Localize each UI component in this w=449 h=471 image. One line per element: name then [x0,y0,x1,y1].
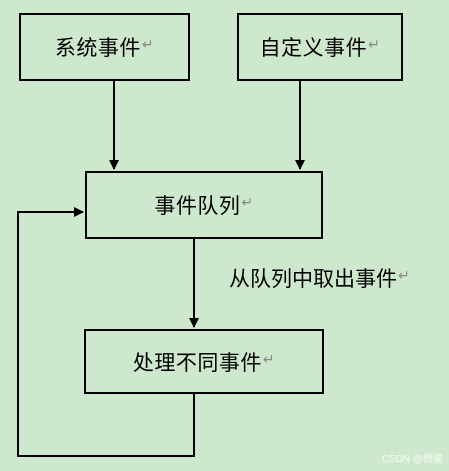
event-queue-node: 事件队列↵ [85,171,323,239]
custom-events-node: 自定义事件↵ [237,13,403,81]
paragraph-mark-icon: ↵ [368,37,381,53]
custom-events-label: 自定义事件 [259,36,368,60]
system-events-node: 系统事件↵ [19,13,190,81]
paragraph-mark-icon: ↵ [262,351,276,368]
paragraph-mark-icon: ↵ [241,195,254,211]
dequeue-edge-label: 从队列中取出事件↵ [229,263,410,293]
process-events-label: 处理不同事件 [132,350,262,375]
system-events-label: 系统事件 [54,36,141,60]
paragraph-mark-icon: ↵ [141,37,155,53]
arrow-loop-back [17,207,195,457]
event-queue-label: 事件队列 [154,194,241,218]
dequeue-label-text: 从队列中取出事件 [229,267,397,291]
watermark: CSDN @杨骏 [381,454,443,465]
paragraph-mark-icon: ↵ [398,268,410,284]
process-events-node: 处理不同事件↵ [84,329,324,394]
